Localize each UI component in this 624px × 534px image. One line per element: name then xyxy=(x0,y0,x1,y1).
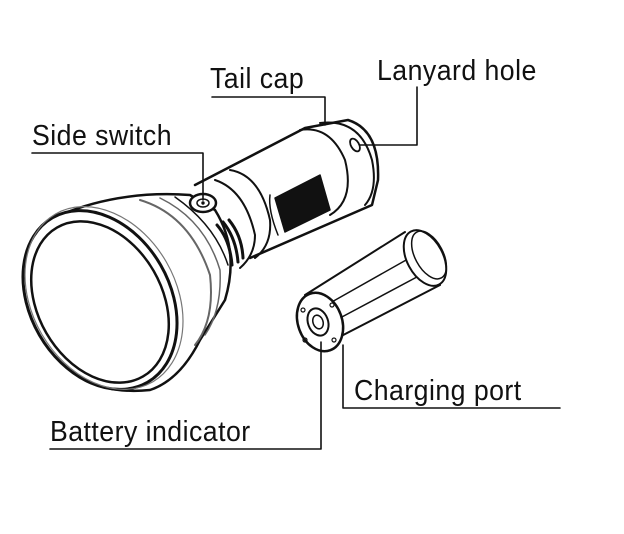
grip-panel xyxy=(274,174,331,233)
leader-lanyard-hole xyxy=(359,86,418,146)
lanyard-hole-shape xyxy=(349,137,361,153)
lens xyxy=(29,220,171,384)
flashlight-body xyxy=(193,118,380,269)
label-battery-indicator: Battery indicator xyxy=(50,416,251,448)
leader-lines xyxy=(31,86,561,450)
leader-side-switch xyxy=(31,152,204,201)
label-tail-cap: Tail cap xyxy=(210,63,305,95)
leader-battery-indicator xyxy=(49,341,322,450)
flashlight-head xyxy=(21,192,245,393)
label-charging-port: Charging port xyxy=(354,375,522,407)
label-side-switch: Side switch xyxy=(32,120,172,152)
label-lanyard-hole: Lanyard hole xyxy=(377,55,537,87)
leader-tail-cap xyxy=(211,96,326,126)
leader-charging-port xyxy=(342,344,561,409)
battery-carrier xyxy=(295,229,448,353)
